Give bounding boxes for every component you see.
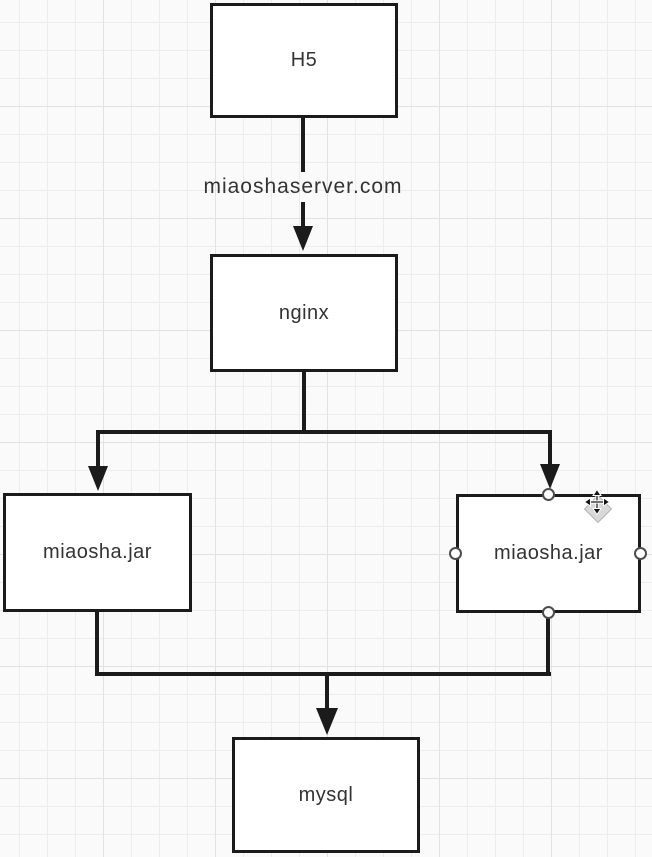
edge-h5-nginx-segment-upper[interactable] [301, 118, 305, 172]
arrowhead-icon [88, 466, 108, 491]
node-miaosha-jar-left-label: miaosha.jar [43, 541, 152, 563]
edge-label-domain[interactable]: miaoshaserver.com [203, 175, 403, 198]
node-nginx-label: nginx [278, 301, 330, 324]
node-miaosha-jar-right-label: miaosha.jar [494, 542, 603, 564]
edge-h5-nginx-segment-lower[interactable] [301, 202, 305, 228]
edge-right-app-down[interactable] [546, 613, 550, 676]
node-miaosha-jar-right[interactable]: miaosha.jar [456, 494, 641, 613]
arrowhead-icon [316, 708, 338, 735]
edge-left-app-down[interactable] [95, 612, 99, 676]
selection-handle-right[interactable] [634, 547, 647, 560]
edge-nginx-left-drop[interactable] [96, 434, 100, 468]
node-h5[interactable]: H5 [210, 3, 398, 118]
edge-nginx-right-drop[interactable] [548, 434, 552, 466]
selection-handle-top[interactable] [542, 488, 555, 501]
edge-join-horizontal[interactable] [95, 672, 551, 676]
move-arrows-icon [584, 489, 610, 515]
node-miaosha-jar-left[interactable]: miaosha.jar [3, 493, 192, 612]
arrowhead-icon [540, 464, 560, 489]
edge-mysql-stem[interactable] [325, 676, 329, 710]
selection-handle-bottom[interactable] [542, 606, 555, 619]
node-nginx[interactable]: nginx [210, 254, 398, 372]
arrowhead-icon [293, 226, 313, 251]
selection-handle-left[interactable] [449, 547, 462, 560]
move-cursor-icon [581, 489, 615, 524]
node-mysql[interactable]: mysql [232, 737, 420, 853]
edge-nginx-branch-horizontal[interactable] [96, 430, 552, 434]
node-mysql-label: mysql [298, 783, 354, 806]
node-h5-label: H5 [290, 49, 318, 71]
edge-nginx-branch-stem[interactable] [302, 372, 306, 434]
